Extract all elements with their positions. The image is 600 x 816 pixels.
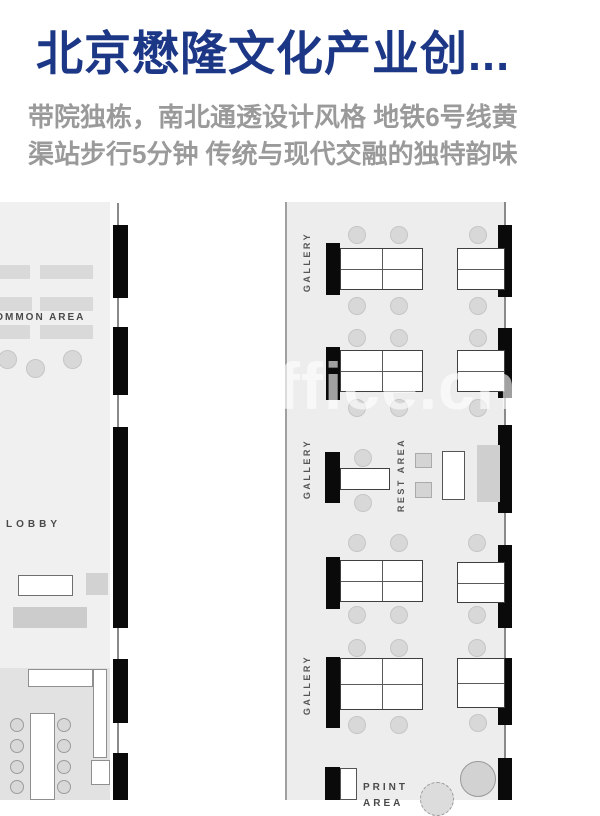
chair: [354, 449, 372, 467]
stool: [26, 359, 45, 378]
chair: [348, 329, 366, 347]
chair: [10, 760, 24, 774]
lobby-desk: [18, 575, 73, 596]
rest-area-table: [442, 451, 465, 500]
rest-area-sofa: [477, 445, 500, 502]
partition-wall: [325, 452, 340, 503]
lobby-cabinet: [86, 573, 108, 595]
chair: [469, 714, 487, 732]
meeting-room-sideboard: [93, 669, 107, 758]
chair: [390, 399, 408, 417]
desk-group: [340, 658, 423, 710]
meeting-room-cabinet: [91, 760, 110, 785]
chair: [468, 639, 486, 657]
partition-wall: [326, 347, 340, 400]
left-wall-segment-2: [113, 327, 128, 395]
desk-group: [340, 248, 423, 290]
gallery-label-3: GALLERY: [302, 654, 312, 716]
chair: [390, 297, 408, 315]
chair: [468, 534, 486, 552]
chair: [10, 718, 24, 732]
subtitle-line-2: 渠站步行5分钟 传统与现代交融的独特韵味: [28, 139, 518, 169]
rest-area-seat: [415, 482, 432, 498]
chair: [348, 606, 366, 624]
chair: [348, 639, 366, 657]
chair: [390, 639, 408, 657]
conference-table: [30, 713, 55, 800]
chair: [57, 718, 71, 732]
stool: [63, 350, 82, 369]
print-area-cabinet: [340, 768, 357, 800]
chair: [469, 399, 487, 417]
rest-area-label: REST AREA: [396, 437, 406, 513]
chair: [348, 534, 366, 552]
chair: [390, 226, 408, 244]
chair: [390, 606, 408, 624]
chair: [57, 739, 71, 753]
print-area-round-table: [460, 761, 496, 797]
chair: [57, 780, 71, 794]
desk-single: [340, 468, 390, 490]
common-area-bench: [0, 325, 30, 339]
chair: [10, 780, 24, 794]
chair: [469, 297, 487, 315]
right-wall-segment-3: [498, 425, 512, 513]
right-wall-segment-6: [498, 758, 512, 800]
chair: [390, 329, 408, 347]
chair: [390, 534, 408, 552]
partition-wall: [326, 657, 340, 728]
print-area-label: PRINT AREA: [363, 782, 408, 809]
partition-wall: [326, 243, 340, 295]
page-subtitle: 带院独栋，南北通透设计风格 地铁6号线黄 渠站步行5分钟 传统与现代交融的独特韵…: [28, 99, 588, 173]
rest-area-seat: [415, 453, 432, 468]
chair: [348, 399, 366, 417]
desk-group: [457, 562, 505, 603]
left-wall-segment-3: [113, 427, 128, 628]
desk-group: [340, 560, 423, 602]
meeting-room-counter: [28, 669, 93, 687]
common-area-bench: [0, 265, 30, 279]
partition-wall: [325, 767, 340, 800]
common-area-bench: [40, 325, 93, 339]
left-wall-segment-5: [113, 753, 128, 800]
partition-wall: [326, 557, 340, 609]
common-area-label: COMMON AREA: [0, 312, 86, 323]
desk-group: [457, 350, 505, 392]
common-area-bench: [0, 297, 32, 311]
left-wall-segment-4: [113, 659, 128, 723]
desk-group: [340, 350, 423, 392]
chair: [469, 329, 487, 347]
print-area-round-table-dashed: [420, 782, 454, 816]
chair: [57, 760, 71, 774]
chair: [468, 606, 486, 624]
chair: [469, 226, 487, 244]
chair: [390, 716, 408, 734]
gallery-label-2: GALLERY: [302, 438, 312, 500]
desk-group: [457, 248, 505, 290]
common-area-bench: [40, 265, 93, 279]
chair: [348, 226, 366, 244]
chair: [354, 494, 372, 512]
chair: [348, 716, 366, 734]
gallery-label-1: GALLERY: [302, 231, 312, 293]
right-plan-left-border: [285, 202, 287, 800]
chair: [348, 297, 366, 315]
lobby-label: LOBBY: [6, 519, 61, 530]
page-title: 北京懋隆文化产业创...: [36, 27, 511, 80]
chair: [10, 739, 24, 753]
left-wall-segment-1: [113, 225, 128, 298]
lobby-bench: [13, 607, 87, 628]
stool: [0, 350, 17, 369]
desk-group: [457, 658, 505, 708]
common-area-bench: [40, 297, 93, 311]
subtitle-line-1: 带院独栋，南北通透设计风格 地铁6号线黄: [28, 102, 518, 132]
